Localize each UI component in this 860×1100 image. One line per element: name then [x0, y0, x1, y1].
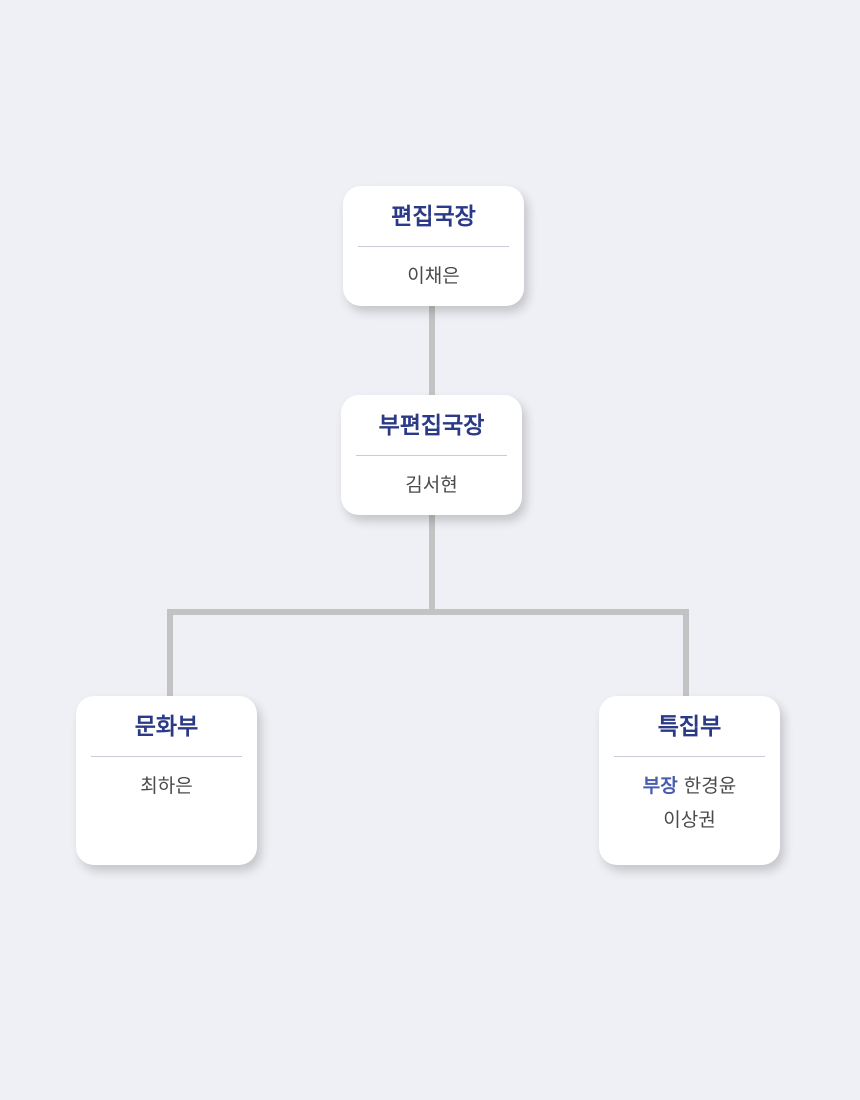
node-members: 최하은: [76, 757, 257, 801]
node-divider: [91, 756, 242, 757]
role-label: 부장: [642, 775, 678, 797]
member-name: 한경윤: [683, 775, 737, 797]
node-deputy-editor: 부편집국장 김서현: [341, 395, 522, 515]
node-members: 김서현: [341, 456, 522, 500]
connector-to-culture: [167, 609, 173, 697]
node-chief-editor: 편집국장 이채은: [343, 186, 524, 306]
node-title: 특집부: [657, 714, 722, 740]
connector-deputy-down: [429, 515, 435, 615]
member-name: 이상권: [663, 809, 716, 831]
member-name: 최하은: [140, 775, 193, 797]
node-title: 문화부: [134, 714, 199, 740]
node-divider: [614, 756, 765, 757]
connector-chief-to-deputy: [429, 306, 435, 396]
node-divider: [356, 455, 507, 456]
connector-to-features: [683, 609, 689, 697]
node-culture-department: 문화부 최하은: [76, 696, 257, 865]
member-name: 이채은: [407, 265, 460, 287]
node-title: 편집국장: [391, 204, 476, 230]
node-divider: [358, 246, 509, 247]
node-title: 부편집국장: [378, 413, 485, 439]
node-members: 이채은: [343, 247, 524, 291]
member-name: 김서현: [405, 474, 458, 496]
connector-horizontal-branch: [167, 609, 689, 615]
